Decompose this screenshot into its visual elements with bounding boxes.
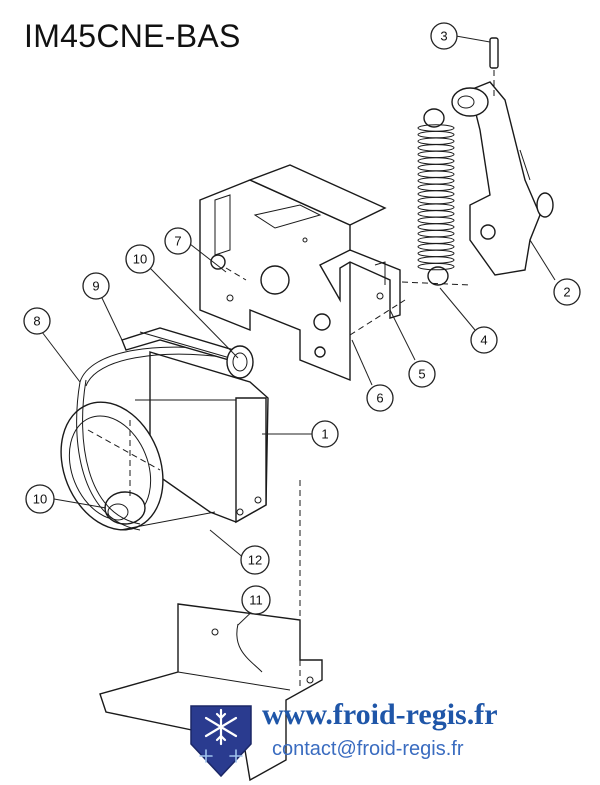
spring-coil	[417, 210, 455, 218]
svg-text:8: 8	[33, 314, 40, 329]
spring-coil	[417, 196, 455, 205]
spring-coil	[417, 203, 455, 211]
assembly-guide	[401, 281, 471, 286]
spring-coil	[417, 170, 455, 178]
callout-11: 11	[241, 585, 271, 615]
spring-coil	[417, 150, 455, 159]
spring-coil	[417, 216, 455, 225]
callout-12: 12	[240, 545, 270, 575]
snowflake-icon	[204, 708, 238, 746]
part-gear-motor	[60, 351, 269, 531]
callout-5: 5	[408, 360, 436, 388]
spring-coil	[417, 144, 455, 152]
spring-coil	[417, 130, 455, 139]
part-wire-harness	[76, 346, 231, 531]
part-bracket-block	[199, 164, 387, 382]
website-url: www.froid-regis.fr	[262, 698, 498, 731]
svg-text:10: 10	[133, 252, 147, 267]
contact-email: contact@froid-regis.fr	[272, 738, 464, 760]
svg-text:9: 9	[92, 279, 99, 294]
svg-text:3: 3	[440, 29, 447, 44]
spring-coil	[417, 262, 455, 271]
small-snowflake-icon	[199, 749, 243, 763]
callout-2: 2	[553, 278, 581, 306]
callout-7: 7	[164, 227, 192, 255]
leader-lines	[41, 35, 556, 626]
part-base-bracket	[99, 603, 323, 782]
part-pin	[489, 37, 499, 96]
spring-coil	[417, 249, 455, 258]
spring-coil	[417, 157, 455, 165]
spring-coil	[417, 190, 455, 198]
callout-10-upper: 10	[125, 244, 155, 274]
callout-8: 8	[23, 307, 51, 335]
svg-text:10: 10	[33, 492, 47, 507]
spring-coil	[417, 177, 455, 185]
svg-text:6: 6	[376, 391, 383, 406]
callout-4: 4	[470, 326, 498, 354]
callout-3: 3	[430, 22, 458, 50]
assembly-guide	[225, 267, 247, 281]
part-arm-lever	[451, 81, 554, 276]
callout-9: 9	[82, 272, 110, 300]
part-plate-bracket	[319, 249, 401, 319]
svg-text:4: 4	[480, 333, 487, 348]
svg-text:2: 2	[563, 285, 570, 300]
svg-text:5: 5	[418, 367, 425, 382]
svg-text:1: 1	[321, 427, 328, 442]
svg-text:11: 11	[249, 593, 263, 608]
svg-text:12: 12	[248, 553, 262, 568]
spring-coil	[417, 229, 455, 238]
part-spring	[417, 108, 455, 286]
callout-6: 6	[366, 384, 394, 412]
spring-coil	[417, 256, 455, 264]
spring-coil	[417, 137, 455, 145]
svg-text:7: 7	[174, 234, 181, 249]
spring-coil	[417, 163, 455, 172]
callout-10-lower: 10	[25, 484, 55, 514]
froid-regis-logo	[190, 705, 252, 778]
spring-coil	[417, 243, 455, 251]
spring-coil	[417, 183, 455, 192]
spring-coil	[417, 223, 455, 231]
spring-coil	[417, 236, 455, 244]
callout-1: 1	[311, 420, 339, 448]
assembly-guide	[349, 299, 406, 336]
diagram-title: IM45CNE-BAS	[24, 18, 241, 54]
